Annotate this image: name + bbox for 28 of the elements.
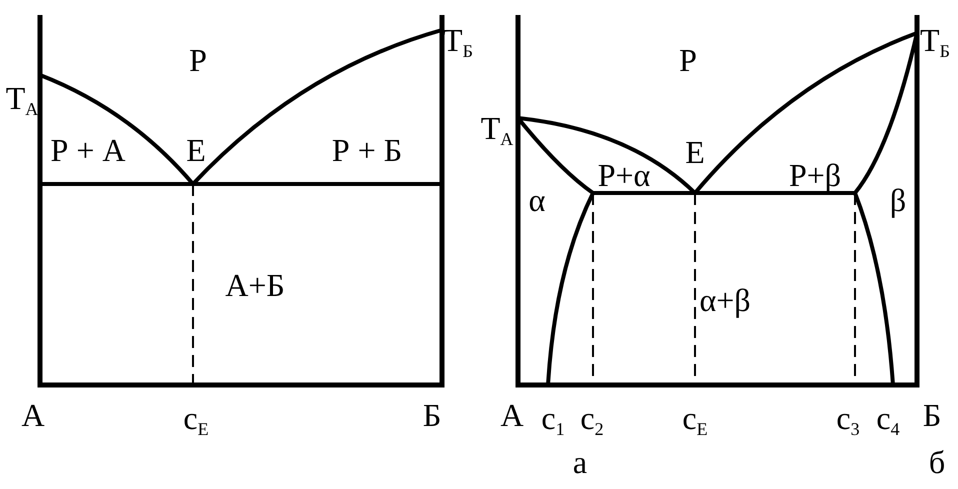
composition-label: c$_{2}$ [580,402,604,438]
phase-label: Р [189,44,207,76]
phase-label: α [528,184,546,216]
point-label: Е [186,134,206,166]
temperature-label: Т$_{Б}$ [443,24,473,60]
panel-letter: б [928,446,946,478]
phase-label: Р + Б [332,134,402,166]
phase-label: β [890,184,906,216]
composition-label: c$_{4}$ [876,402,900,438]
temperature-label: Т$_{Б}$ [920,24,950,60]
temperature-label: Т$_{А}$ [480,112,514,148]
axis-label: Б [422,399,442,431]
axis-label: Б [922,399,942,431]
phase-label: Р [679,44,697,76]
axis-label: А [500,399,524,431]
point-label: Е [685,136,705,168]
phase-label: Р+β [788,159,842,191]
axis-label: А [21,399,45,431]
composition-label: c$_{Е}$ [682,402,708,438]
composition-label: c$_{1}$ [541,402,565,438]
temperature-label: Т$_{А}$ [6,82,38,118]
phase-label: Р + А [50,134,126,166]
panel-letter: а [572,446,588,478]
phase-label: Р+α [598,159,650,191]
phase-label: А+Б [225,269,285,301]
phase-label: α+β [699,284,751,316]
composition-label: c$_{Е}$ [183,402,209,438]
composition-label: c$_{3}$ [836,402,860,438]
